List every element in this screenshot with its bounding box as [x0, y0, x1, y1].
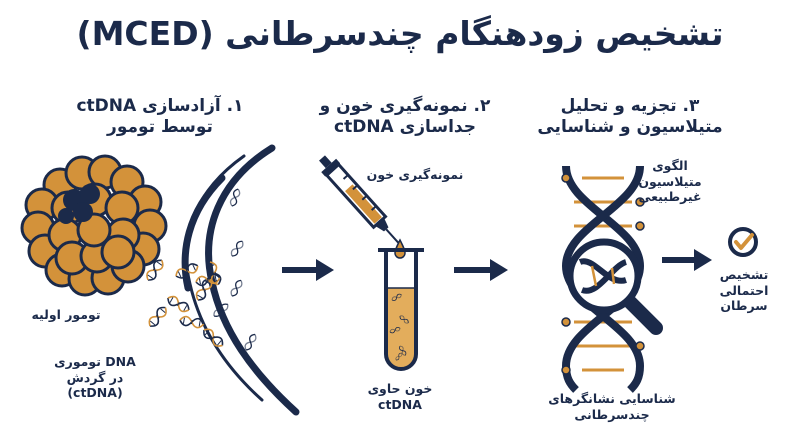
primary-tumor-label: تومور اولیه	[31, 307, 101, 322]
ctdna-label-line3: (ctDNA)	[67, 385, 123, 401]
step-3-line1: تجزیه و تحلیل	[560, 96, 677, 116]
step-3-heading: ۳. تجزیه و تحلیل متیلاسیون و شناسایی	[520, 96, 740, 139]
step-2-number: ۲.	[473, 96, 491, 116]
diagnosis-line2: احتمالی	[719, 282, 769, 298]
possible-diagnosis-label: تشخیص احتمالی سرطان	[704, 267, 784, 314]
step-3-number: ۳.	[682, 96, 700, 116]
ctdna-label-line1: DNA توموری	[54, 354, 136, 369]
syringe-illustration	[319, 155, 401, 245]
step-2-line1: نمونه‌گیری خون و	[319, 96, 468, 116]
primary-tumor-illustration	[20, 154, 168, 297]
ctdna-label: DNA توموری در گردش (ctDNA)	[40, 354, 150, 401]
blood-ctdna-line2: ctDNA	[378, 396, 422, 412]
markers-line1: شناسایی نشانگرهای	[548, 391, 676, 406]
blood-sampling-label: نمونه‌گیری خون	[366, 167, 464, 182]
diagnosis-line3: سرطان	[720, 298, 768, 314]
magnifying-glass-icon	[566, 238, 663, 335]
methylation-line2: متیلاسیون	[638, 173, 702, 189]
blood-ctdna-line1: خون حاوی	[367, 381, 433, 396]
diagnosis-line1: تشخیص	[719, 267, 769, 282]
test-tube-illustration	[378, 248, 424, 371]
step-2-heading: ۲. نمونه‌گیری خون و جداسازی ctDNA	[300, 96, 510, 139]
flow-arrow-1	[282, 259, 334, 281]
page-title: تشخیص زودهنگام چندسرطانی (MCED)	[76, 14, 724, 53]
methylation-line1: الگوی	[652, 158, 688, 173]
ctdna-label-line2: در گردش	[66, 369, 124, 385]
step-1-heading: ۱. آزادسازی ctDNA توسط تومور	[60, 96, 260, 139]
step-1-line1: آزادسازی ctDNA	[76, 96, 221, 116]
step-3-line2: متیلاسیون و شناسایی	[537, 117, 723, 138]
step-2-line2: جداسازی ctDNA	[334, 117, 476, 138]
step-1-number: ۱.	[226, 96, 244, 116]
abnormal-methylation-label: الگوی متیلاسیون غیرطبیعی	[620, 158, 720, 205]
cancer-markers-label: شناسایی نشانگرهای چندسرطانی	[532, 391, 692, 422]
blood-ctdna-label: خون حاوی ctDNA	[350, 381, 450, 412]
step-1-line2: توسط تومور	[107, 117, 213, 138]
flow-arrow-3	[662, 249, 712, 271]
methylation-line3: غیرطبیعی	[638, 189, 702, 205]
markers-line2: چندسرطانی	[574, 406, 650, 422]
check-badge-icon	[728, 227, 758, 257]
flow-arrow-2	[454, 259, 508, 281]
